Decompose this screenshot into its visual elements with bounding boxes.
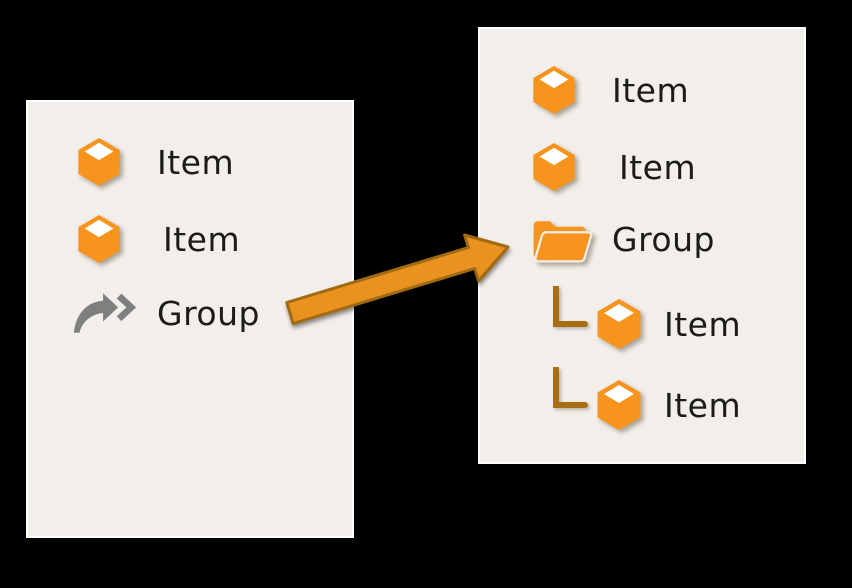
target-item-row: Item <box>530 65 689 115</box>
group-label: Group <box>612 220 715 259</box>
target-nested-item-row: Item <box>552 286 742 350</box>
box-icon <box>530 65 578 115</box>
item-label: Item <box>163 219 241 259</box>
item-label: Item <box>664 304 742 344</box>
tree-connector-icon <box>552 367 588 411</box>
box-icon <box>594 298 644 350</box>
item-label: Item <box>612 70 690 110</box>
tree-connector-icon <box>552 286 588 330</box>
box-icon <box>75 137 123 187</box>
target-item-row: Item <box>530 142 696 192</box>
source-group-row: Group <box>72 291 260 335</box>
box-icon <box>530 142 578 192</box>
source-item-row: Item <box>75 214 240 264</box>
target-list-panel: Item Item Group <box>478 27 806 464</box>
move-arrow <box>285 233 510 325</box>
source-item-row: Item <box>75 137 234 187</box>
box-icon <box>75 214 123 264</box>
forward-arrows-icon <box>72 291 136 335</box>
item-label: Item <box>619 147 697 187</box>
open-folder-icon <box>528 214 594 265</box>
item-label: Item <box>664 385 742 425</box>
target-group-row: Group <box>528 214 715 265</box>
item-label: Item <box>157 142 235 182</box>
target-nested-item-row: Item <box>552 367 742 431</box>
box-icon <box>594 379 644 431</box>
group-label: Group <box>157 293 260 333</box>
